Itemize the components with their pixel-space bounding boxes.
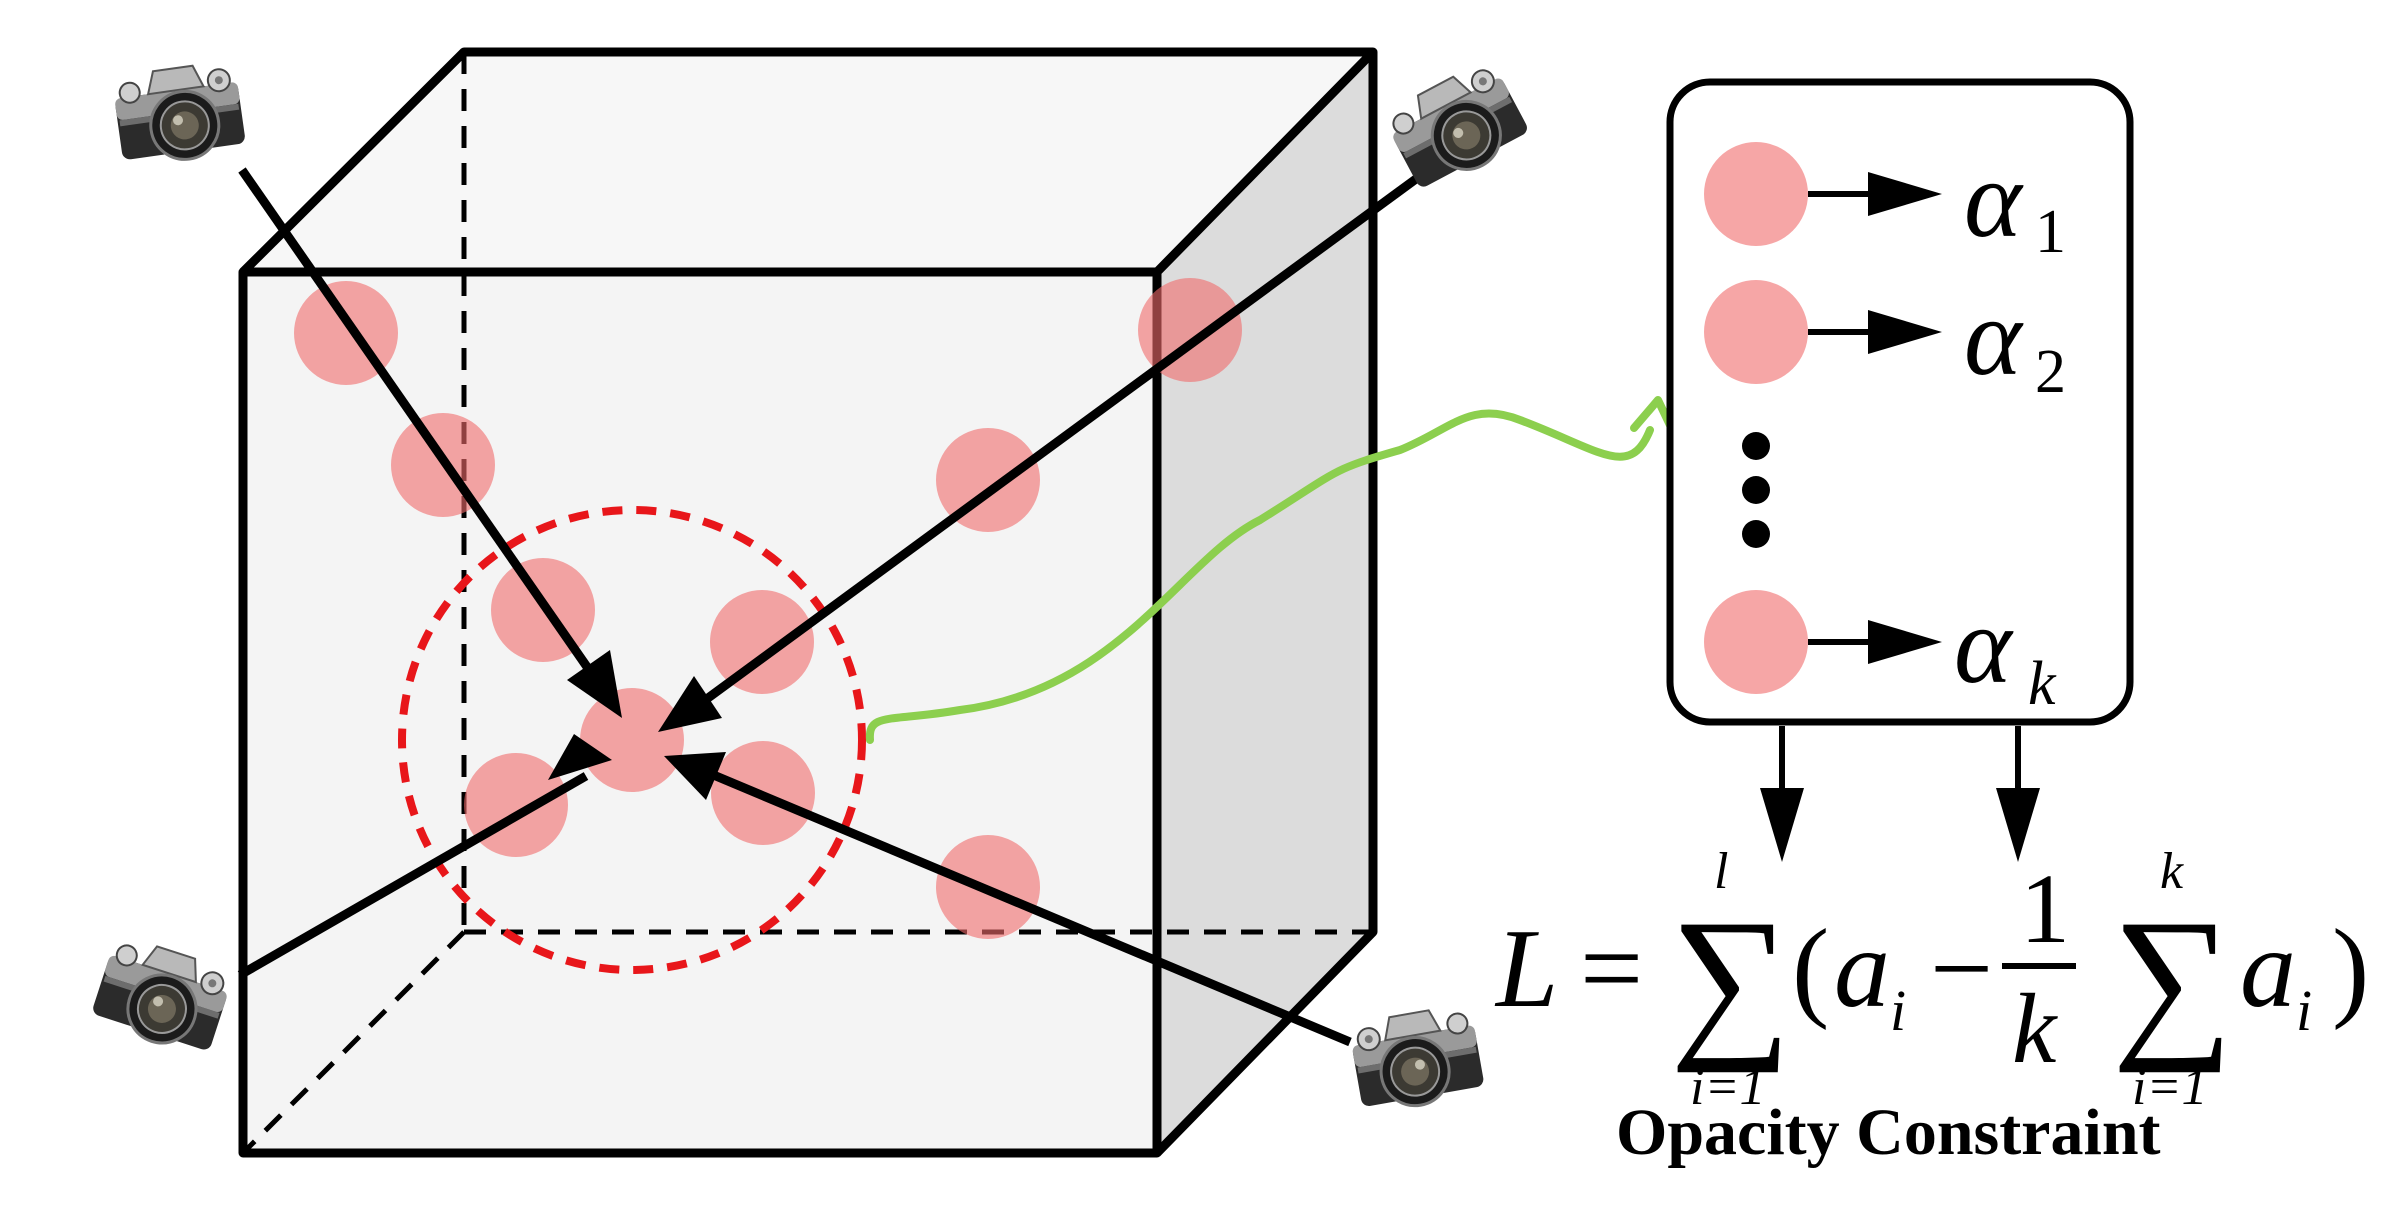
term-base: a — [1834, 907, 1890, 1031]
camera-icon — [1346, 1001, 1488, 1117]
cube-top-face — [243, 52, 1373, 272]
term-base: a — [2240, 907, 2296, 1031]
arrowhead — [1868, 620, 1942, 664]
alpha-symbol: α — [1964, 138, 2024, 260]
open-paren: ( — [1792, 907, 1829, 1031]
opacity-constraint-formula: L = l ∑ i=1 ( a i − 1 k k ∑ i=1 a i ) — [1494, 843, 2369, 1116]
formula-arrows — [1760, 726, 2040, 862]
sum-lower: i=1 — [2132, 1059, 2208, 1116]
caption: Opacity Constraint — [1616, 1096, 2161, 1169]
gaussian-point — [710, 590, 814, 694]
cube — [238, 47, 1378, 1158]
fraction-numerator: 1 — [2020, 853, 2070, 964]
sum-symbol: ∑ — [2112, 885, 2233, 1073]
ray-bottom-left — [237, 772, 589, 979]
gaussian-point — [1704, 142, 1808, 246]
gaussian-point — [580, 688, 684, 792]
formula-lhs: L — [1494, 907, 1558, 1031]
arrowhead — [567, 650, 622, 718]
sum-upper: l — [1714, 843, 1728, 900]
sum-symbol: ∑ — [1670, 885, 1791, 1073]
arrowhead — [1996, 788, 2040, 862]
minus-sign: − — [1930, 907, 1993, 1031]
formula-equals: = — [1580, 907, 1643, 1031]
sum-lower: i=1 — [1690, 1059, 1766, 1116]
vertical-ellipsis — [1742, 432, 1770, 548]
alpha-subscript: 2 — [2035, 338, 2066, 406]
ray-bottom-right — [690, 761, 1352, 1047]
cube-hidden-edges — [241, 52, 1373, 1155]
alpha-subscript: k — [2028, 650, 2057, 718]
alpha-subscript: 1 — [2035, 198, 2066, 266]
arrowhead — [1868, 172, 1942, 216]
camera-icon — [109, 58, 249, 170]
ray-arrowheads — [548, 650, 726, 800]
arrowhead — [1868, 310, 1942, 354]
neighborhood-circle — [398, 506, 866, 974]
gaussian-point — [936, 428, 1040, 532]
opacity-list-box — [1666, 78, 2134, 726]
cube-visible-edges — [238, 47, 1378, 1158]
camera-icon — [87, 931, 237, 1061]
alpha-symbol: α — [1954, 584, 2014, 706]
camera-icon — [1379, 55, 1536, 198]
arrowhead — [1760, 788, 1804, 862]
ray-top-right — [675, 172, 1423, 724]
camera-rays — [237, 167, 1423, 1047]
arrowhead — [548, 734, 612, 780]
fraction-denominator: k — [2012, 973, 2058, 1084]
ray-top-left — [238, 167, 614, 703]
link-curve — [865, 409, 1654, 744]
term-sub: i — [2296, 978, 2312, 1043]
gaussian-point — [1704, 590, 1808, 694]
gaussian-point — [1138, 278, 1242, 382]
sum-upper: k — [2160, 843, 2184, 900]
arrowhead — [664, 752, 726, 800]
term-sub: i — [1890, 978, 1906, 1043]
close-paren: ) — [2332, 907, 2369, 1031]
arrowhead — [658, 676, 722, 732]
gaussian-point — [1704, 280, 1808, 384]
opacity-list-panel: α 1 α 2 α k — [1666, 78, 2134, 726]
alpha-symbol: α — [1964, 276, 2024, 398]
